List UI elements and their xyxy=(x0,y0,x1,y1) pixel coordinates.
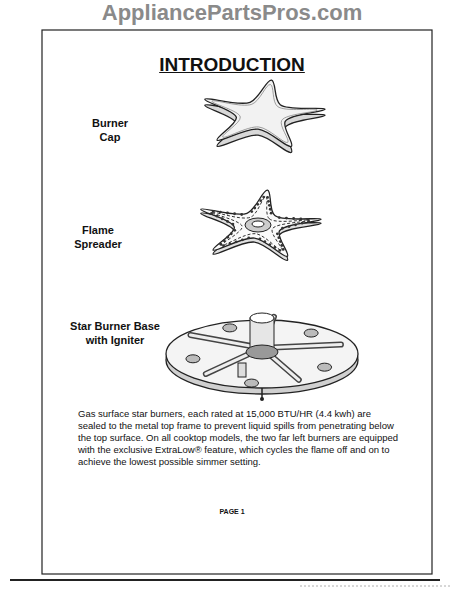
rule-line xyxy=(10,579,440,581)
note-text: Gas surface star burners, each rated at … xyxy=(78,408,400,467)
rule-line xyxy=(300,586,452,587)
burner-base-figure xyxy=(166,313,358,401)
flame-spreader-figure xyxy=(201,190,321,260)
part-name: Star Burner Base with Igniter xyxy=(60,320,170,348)
burner-cap-figure xyxy=(205,80,325,152)
page-border xyxy=(42,30,432,574)
part-name: Burner Cap xyxy=(86,117,134,145)
page-number: PAGE 1 xyxy=(182,508,282,516)
watermark: AppliancePartsPros.com xyxy=(62,0,402,26)
page-title: INTRODUCTION xyxy=(0,54,464,76)
part-name: Flame Spreader xyxy=(66,224,130,252)
